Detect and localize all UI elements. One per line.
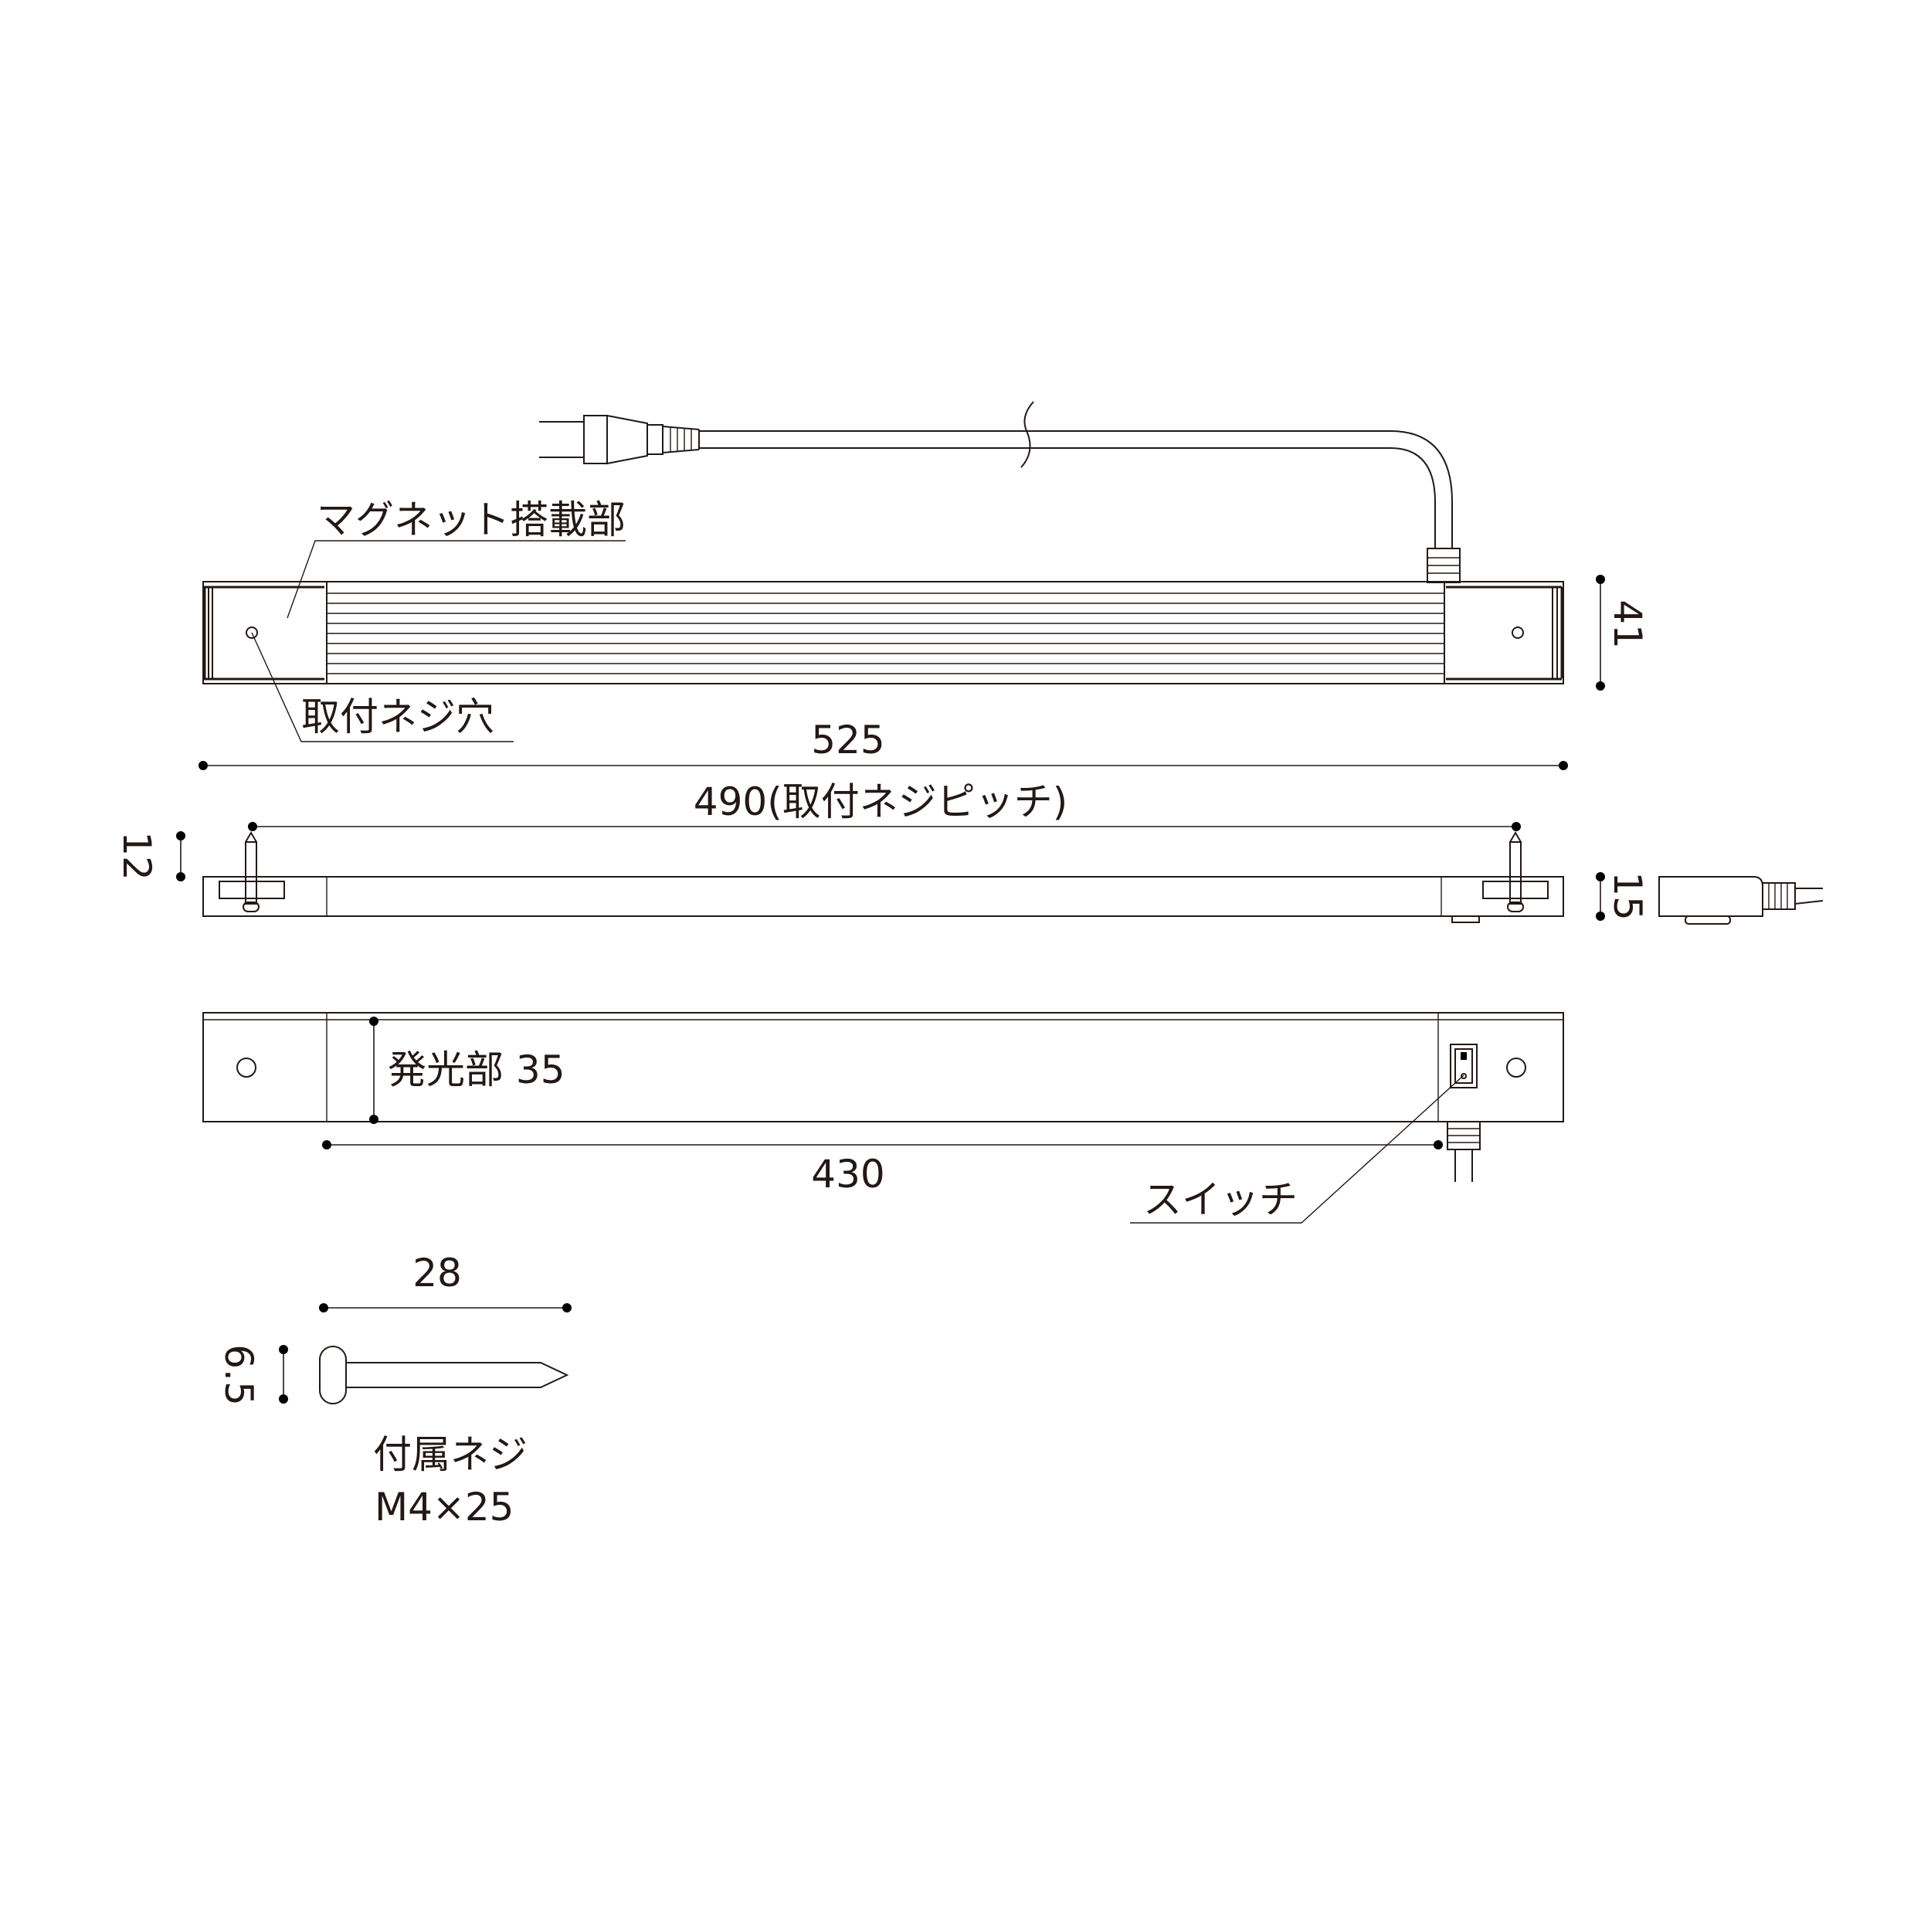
power-cord	[539, 401, 1461, 583]
switch-label: スイッチ	[1143, 1177, 1298, 1222]
bottom-view: 発光部 35 430 スイッチ	[202, 1012, 1564, 1224]
included-screw-label: 付属ネジ	[373, 1432, 528, 1477]
screw-length-label: 28	[412, 1251, 462, 1295]
screw-pitch-label: 490(取付ネジピッチ)	[694, 779, 1067, 824]
emitting-width-label: 発光部 35	[388, 1047, 565, 1092]
total-length-label: 525	[811, 718, 884, 762]
mounting-screw-hole-left	[246, 626, 258, 639]
depth-dimension: 41	[1605, 599, 1650, 649]
mounting-screw-hole-right	[1512, 626, 1524, 639]
included-screw-detail: 28 6.5 付属ネジ M4×25	[216, 1251, 572, 1530]
top-view: マグネット搭載部 取付ネジ穴 41	[202, 401, 1650, 742]
included-screw-spec: M4×25	[375, 1485, 514, 1530]
cord-exit	[1447, 1121, 1481, 1182]
bottom-screw-hole-left	[236, 1058, 256, 1078]
screw-pitch-dimension: 490(取付ネジピッチ)	[248, 779, 1521, 831]
screw-protrusion-dimension: 12	[114, 831, 159, 881]
top-body	[202, 581, 1564, 684]
emitting-length-label: 430	[811, 1152, 884, 1197]
total-length-dimension: 525	[199, 718, 1568, 770]
side-view: 12 15	[114, 831, 1824, 925]
magnet-mount-label: マグネット搭載部	[317, 497, 626, 542]
height-dimension: 15	[1605, 871, 1650, 921]
screw-icon	[319, 1346, 569, 1404]
end-view	[1658, 876, 1824, 925]
mounting-screw-hole-label: 取付ネジ穴	[301, 694, 494, 739]
heat-sink-ribs	[327, 593, 1444, 674]
screw-head-label: 6.5	[216, 1344, 261, 1406]
bottom-screw-hole-right	[1506, 1058, 1526, 1078]
power-switch-icon	[1450, 1044, 1478, 1088]
